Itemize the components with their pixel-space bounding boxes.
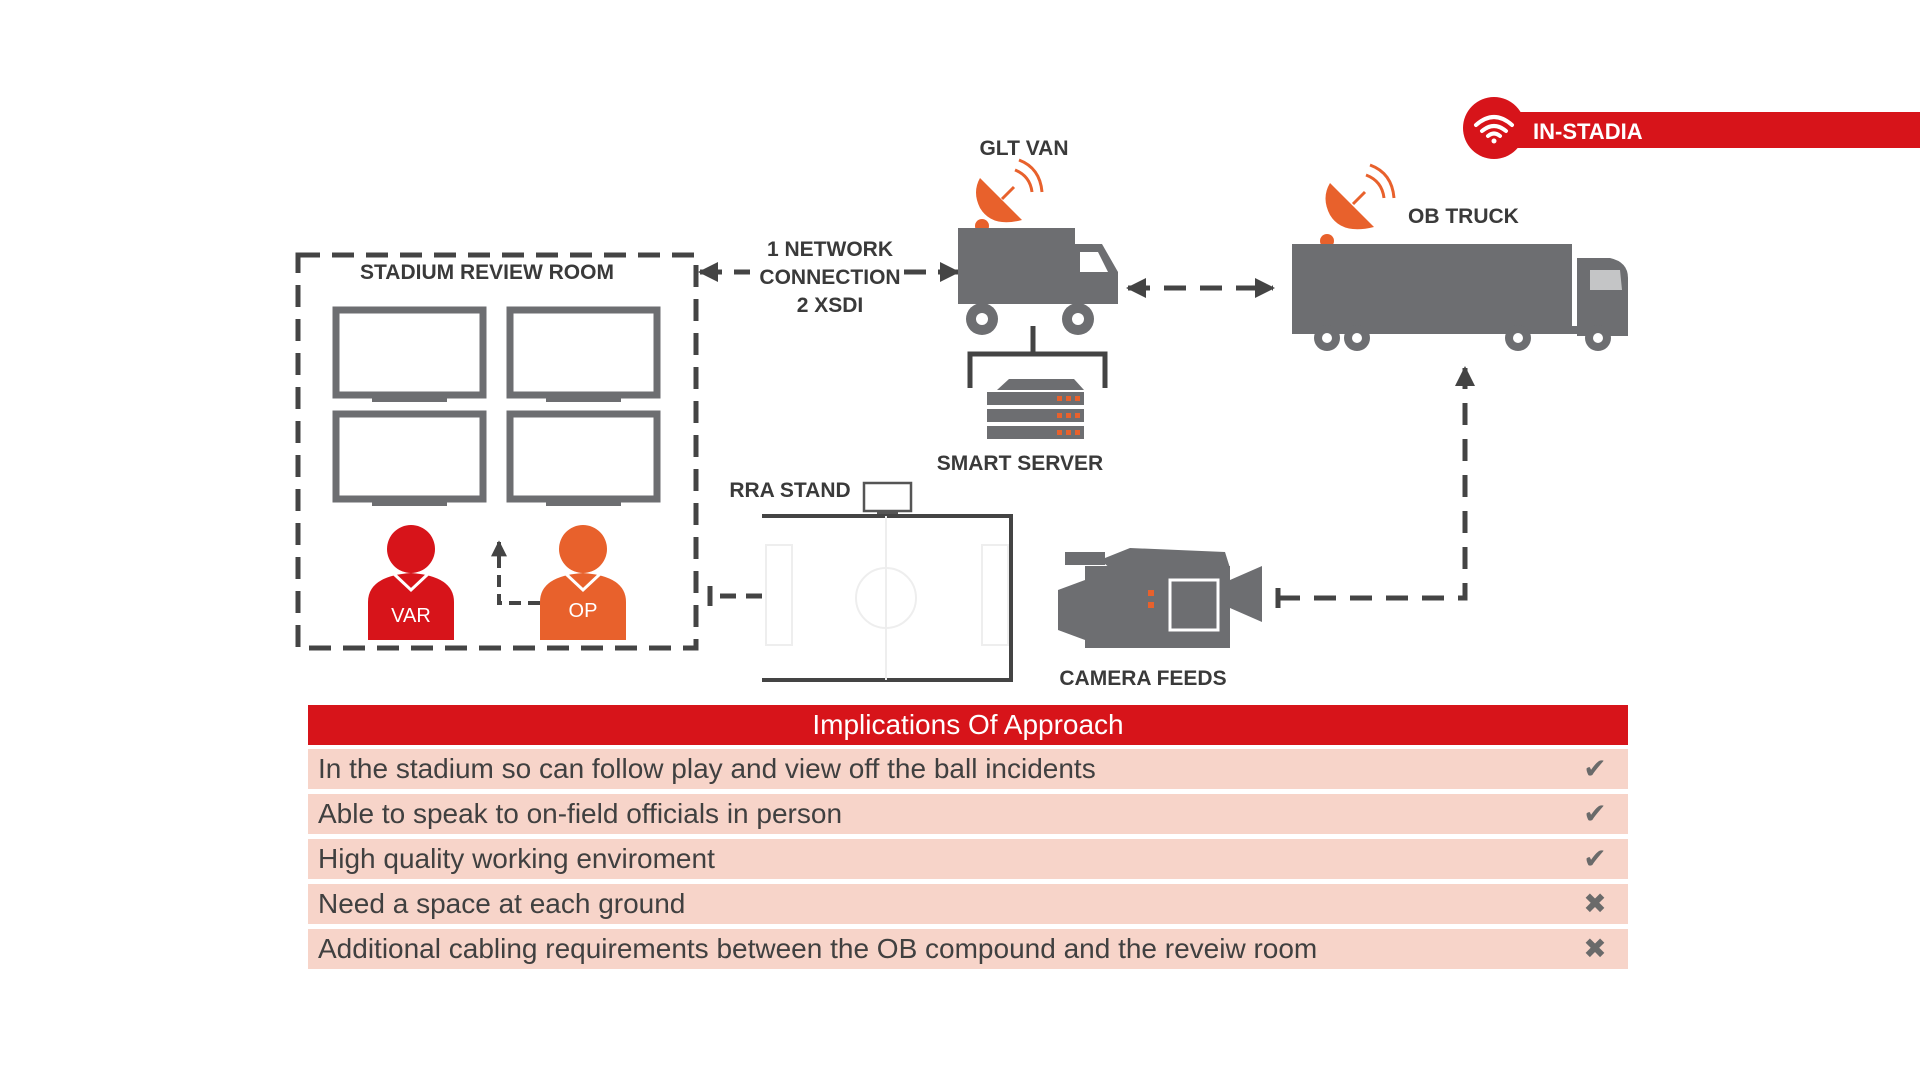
pitch-icon	[762, 514, 1013, 682]
check-icon: ✔	[1583, 798, 1607, 829]
camera-feeds: CAMERA FEEDS	[1058, 548, 1262, 690]
check-icon: ✔	[1583, 843, 1607, 874]
wifi-icon	[1474, 115, 1514, 144]
server-icon	[987, 379, 1084, 439]
check-icon: ✔	[1583, 753, 1607, 784]
cross-icon: ✖	[1583, 888, 1607, 919]
stadium-review-room: STADIUM REVIEW ROOM VAR OP	[295, 252, 699, 651]
table-title: Implications Of Approach	[308, 705, 1628, 745]
satellite-dish-icon	[1320, 163, 1396, 248]
glt-van: GLT VAN	[958, 137, 1118, 335]
table-row: Need a space at each ground ✖	[308, 884, 1628, 924]
svg-text:CONNECTION: CONNECTION	[759, 266, 900, 289]
row-text: In the stadium so can follow play and vi…	[318, 753, 1096, 784]
svg-text:2 XSDI: 2 XSDI	[797, 294, 864, 317]
truck-icon	[1292, 244, 1628, 351]
op-person-icon: OP	[540, 525, 626, 640]
monitor-icon	[332, 306, 661, 503]
in-stadia-badge: IN-STADIA	[1463, 97, 1920, 159]
row-text: Additional cabling requirements between …	[318, 933, 1318, 964]
connection-label: 1 NETWORK CONNECTION 2 XSDI	[759, 238, 900, 317]
camera-feeds-label: CAMERA FEEDS	[1059, 667, 1226, 690]
glt-van-label: GLT VAN	[979, 137, 1068, 160]
smart-server-label: SMART SERVER	[937, 452, 1103, 475]
smart-server: SMART SERVER	[937, 326, 1108, 475]
rra-stand: RRA STAND	[729, 479, 1013, 682]
row-text: High quality working enviroment	[318, 843, 715, 874]
camera-to-truck-connection	[1278, 366, 1475, 601]
badge-label: IN-STADIA	[1533, 119, 1643, 144]
var-person-icon: VAR	[368, 525, 454, 640]
implications-table: Implications Of Approach In the stadium …	[308, 705, 1628, 974]
ob-truck: OB TRUCK	[1292, 163, 1628, 351]
review-room-label: STADIUM REVIEW ROOM	[360, 261, 614, 284]
satellite-dish-icon	[975, 158, 1044, 233]
var-label: VAR	[391, 605, 431, 627]
table-row: In the stadium so can follow play and vi…	[308, 749, 1628, 789]
op-to-var-arrow	[491, 540, 540, 605]
van-icon	[958, 228, 1118, 335]
svg-text:1 NETWORK: 1 NETWORK	[767, 238, 893, 261]
cross-icon: ✖	[1583, 933, 1607, 964]
row-text: Need a space at each ground	[318, 888, 686, 919]
camera-icon	[1058, 548, 1262, 648]
monitor-icon	[862, 481, 913, 514]
rra-stand-label: RRA STAND	[729, 479, 850, 502]
table-row: High quality working enviroment ✔	[308, 839, 1628, 879]
table-row: Additional cabling requirements between …	[308, 929, 1628, 969]
op-label: OP	[569, 600, 598, 622]
table-row: Able to speak to on-field officials in p…	[308, 794, 1628, 834]
ob-truck-label: OB TRUCK	[1408, 205, 1519, 228]
row-text: Able to speak to on-field officials in p…	[318, 798, 843, 829]
